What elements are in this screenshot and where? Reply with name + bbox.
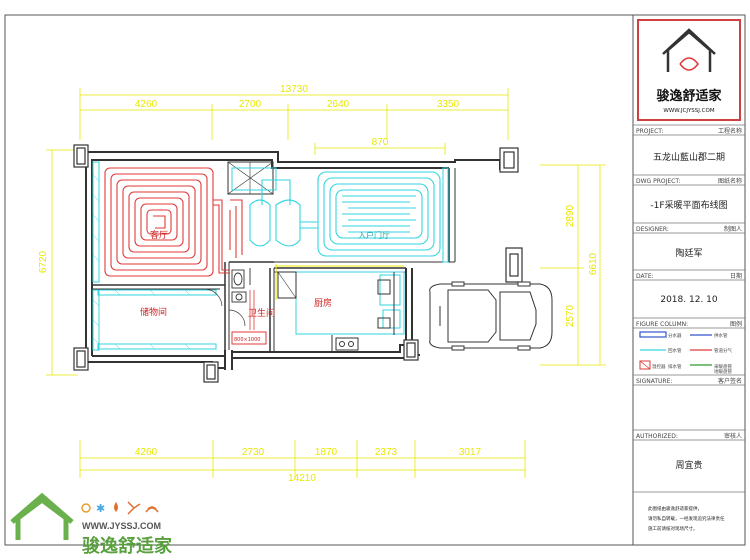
sun-icon	[81, 503, 91, 513]
legend-item-7: 排水管	[668, 363, 682, 370]
left-dimensions	[46, 149, 78, 376]
legend-item-6: 采暖盘管	[714, 363, 732, 370]
dim-bottom-3: 1870	[315, 447, 338, 458]
columns	[73, 144, 523, 383]
project-label-en: PROJECT:	[636, 128, 663, 135]
dim-bottom-4: 2373	[375, 447, 398, 458]
dim-total-bottom: 14210	[288, 473, 316, 484]
dim-top-3: 2640	[327, 99, 350, 110]
bathroom-fixtures	[231, 268, 251, 303]
legend-item-8: 地暖盘管	[714, 368, 732, 375]
perimeter-pipe-strips	[92, 161, 449, 351]
boiler	[277, 271, 297, 299]
logo-brand-text: 骏逸舒适家	[656, 88, 722, 104]
legend-item-2: 供水管	[714, 332, 728, 339]
dim-right-1: 2890	[565, 204, 576, 227]
project-label-cn: 工程名称	[718, 127, 742, 135]
bottom-dimensions	[79, 440, 526, 478]
dim-inner-top: 870	[372, 137, 389, 148]
room-label-kitchen: 厨房	[314, 297, 332, 309]
right-dimensions	[540, 164, 606, 366]
dim-top-4: 3350	[437, 99, 460, 110]
strip-hatching	[92, 174, 191, 350]
bathroom-heater-outline	[231, 331, 267, 345]
legend-label-cn: 图例	[730, 320, 742, 328]
legend-manifold-swatch	[639, 331, 667, 338]
room-label-storage: 储物间	[140, 306, 167, 318]
project-name: 五龙山藍山郡二期	[653, 151, 725, 163]
room-label-bathroom: 卫生间	[248, 307, 275, 319]
dim-right-2: 2570	[565, 304, 576, 327]
house-logo-icon	[662, 28, 716, 72]
dim-top-2: 2700	[239, 99, 262, 110]
footer-note-2: 请勿私自转载，一经发现追究法律责任	[648, 515, 725, 522]
red-heating-coil	[104, 167, 243, 277]
dwg-label-cn: 图纸名称	[718, 177, 742, 185]
watermark-house-logo-icon	[10, 492, 74, 540]
supply-lines	[275, 264, 404, 300]
date-label-en: DATE:	[636, 273, 654, 280]
dim-bottom-5: 3017	[459, 447, 482, 458]
car-illustration	[429, 281, 553, 351]
authorized-label-en: AUTHORIZED:	[636, 433, 678, 440]
water-drop-icon	[114, 502, 118, 512]
dim-left: 6720	[38, 250, 49, 273]
door-swings	[204, 288, 246, 327]
logo-url-text: WWW.JCJYSSJ.COM	[663, 108, 714, 114]
kitchen-counter	[331, 272, 395, 352]
fan-icon	[127, 501, 141, 515]
legend-item-1: 分水器	[668, 332, 682, 339]
legend-item-4: 管道分气	[714, 347, 732, 354]
room-label-entry: 入户门厅	[358, 230, 390, 240]
dim-bottom-1: 4260	[135, 447, 158, 458]
walls	[85, 151, 501, 370]
authorized-name: 周宜贵	[675, 459, 702, 471]
kitchen-fixtures	[295, 271, 405, 335]
footer-note-3: 施工前请核对现场尺寸。	[648, 525, 698, 532]
legend	[639, 331, 712, 370]
date-label-cn: 日期	[730, 272, 742, 280]
room-label-living: 客厅	[150, 229, 168, 241]
cyan-heating-coil	[249, 171, 441, 257]
date-value: 2018. 12. 10	[660, 295, 718, 305]
dim-total-top: 13730	[280, 84, 308, 95]
snowflake-icon: ✱	[96, 502, 105, 515]
dim-bottom-2: 2730	[242, 447, 265, 458]
title-block-grid	[633, 124, 745, 493]
bathroom-pipes	[249, 290, 255, 330]
designer-label-en: DESIGNER:	[636, 226, 669, 233]
legend-item-3: 回水管	[668, 347, 682, 354]
logo-frame	[637, 19, 741, 121]
dwg-name: -1F采暖平面布线图	[650, 199, 727, 211]
watermark-icons: ✱	[81, 501, 159, 515]
watermark-brand: 骏逸舒适家	[82, 535, 173, 557]
watermark-url: WWW.JYSSJ.COM	[82, 521, 161, 531]
legend-label-en: FIGURE COLUMN:	[636, 321, 688, 328]
legend-item-5: 温控器	[652, 363, 666, 370]
signature-label-cn: 客户签名	[718, 377, 742, 385]
boiler-size-note: 800×1000	[234, 337, 260, 343]
dim-top-1: 4260	[135, 99, 158, 110]
top-dimensions	[79, 88, 509, 140]
footer-note-1: 此图纸由骏逸舒适家提供，	[648, 505, 702, 512]
authorized-label-cn: 审核人	[724, 432, 742, 440]
dwg-label-en: DWG PROJECT:	[636, 178, 680, 185]
inner-top-dimension	[314, 143, 446, 155]
dim-right-total: 6610	[588, 252, 599, 275]
designer-name: 陶廷军	[675, 247, 702, 259]
signature-label-en: SIGNATURE:	[636, 378, 672, 385]
legend-thermostat-swatch	[639, 360, 651, 370]
designer-label-cn: 制图人	[724, 225, 742, 233]
wifi-icon	[145, 506, 159, 513]
